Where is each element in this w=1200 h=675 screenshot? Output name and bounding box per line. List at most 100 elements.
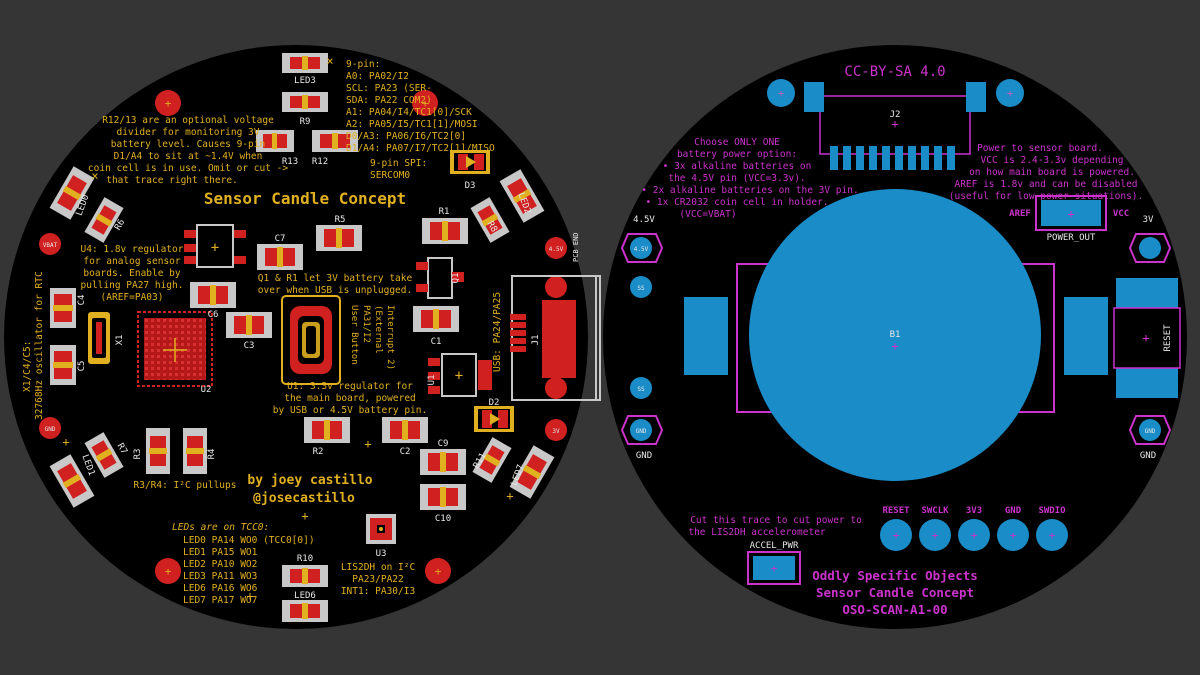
- pins9-note: 9-pin: A0: PA02/I2 SCL: PA23 (SER- SDA: …: [346, 59, 495, 154]
- osc-line: 32768Hz oscillator for RTC: [34, 271, 45, 420]
- osc-line: X1/C4/C5:: [22, 341, 33, 392]
- svg-text:+: +: [891, 339, 898, 353]
- svg-text:+: +: [932, 529, 939, 542]
- u4-line: pulling PA27 high.: [81, 280, 184, 291]
- power-line: AREF is 1.8v and can be disabled: [954, 179, 1137, 190]
- pins9-line: 9-pin:: [346, 59, 380, 70]
- q1-note: Q1 & R1 let 3V battery take over when US…: [258, 273, 413, 296]
- ref-r5: R5: [335, 215, 346, 225]
- q1-transistor: [416, 257, 464, 299]
- ref-c6: C6: [208, 310, 219, 320]
- ref-c3: C3: [244, 341, 255, 351]
- accel-line: INT1: PA30/I3: [341, 586, 415, 597]
- svg-text:+: +: [1049, 529, 1056, 542]
- r1213-line: divider for monitoring 3V: [117, 127, 260, 138]
- svg-text:+: +: [891, 117, 898, 131]
- front-silk-notes: Sensor Candle Concept 9-pin: A0: PA02/I2…: [22, 59, 580, 606]
- battery-line: Choose ONLY ONE: [694, 137, 780, 148]
- accel-power-jumper: Cut this trace to cut power to the LIS2D…: [688, 515, 862, 585]
- osc-note: X1/C4/C5: 32768Hz oscillator for RTC: [22, 271, 45, 420]
- svg-text:+: +: [1007, 87, 1014, 100]
- user-button-line: User Button: [349, 305, 359, 365]
- front-title: Sensor Candle Concept: [204, 189, 406, 208]
- ref-r9: R9: [300, 117, 311, 127]
- ref-b1: B1: [890, 330, 901, 340]
- accel-cut-line: Cut this trace to cut power to: [690, 515, 862, 526]
- ref-d3: D3: [465, 181, 476, 191]
- pcb-end-label: PCB END: [572, 232, 580, 262]
- r1213-line: that trace right there.: [106, 175, 238, 186]
- svg-text:+: +: [165, 565, 172, 578]
- leds-title: LEDs are on TCC0:: [172, 522, 269, 533]
- pins9-line: D1/A4: PA07/I7/TC2[1]/MISO: [346, 143, 495, 154]
- left-45v-label: 4.5V: [633, 215, 655, 225]
- u4-line: (AREF=PA03): [101, 292, 164, 303]
- ref-c5: C5: [77, 361, 87, 372]
- battery-line: • 2x alkaline batteries on the 3V pin.: [641, 185, 858, 196]
- license-label: CC-BY-SA 4.0: [844, 64, 945, 80]
- ref-r6: R6: [113, 218, 127, 232]
- u2-mcu: [137, 311, 213, 387]
- battery-note: Choose ONLY ONE battery power option: • …: [641, 137, 858, 220]
- passive-components: [50, 53, 468, 622]
- pad-gnd-text: GND: [636, 428, 647, 435]
- battery-line: • 3x alkaline batteries on: [663, 161, 812, 172]
- back-side-pads: 4.5V 4.5V SS SS GND GND 3V GND GND: [620, 215, 1172, 461]
- usb-connector: [510, 275, 601, 401]
- r1213-line: battery level. Causes 9-pin: [111, 139, 265, 150]
- battery-line: (VCC=VBAT): [679, 209, 736, 220]
- led-pin-line: LED1 PA15 WO1: [183, 547, 258, 558]
- product-line: OSO-SCAN-A1-00: [842, 602, 947, 617]
- pins9-line: D0/A3: PA06/I6/TC2[0]: [346, 131, 466, 142]
- u3-accelerometer: [366, 514, 396, 544]
- ref-u1: U1: [427, 375, 437, 386]
- svg-text:+: +: [771, 562, 778, 575]
- mounting-holes-front: + + + +: [155, 90, 451, 584]
- ref-r13: R13: [282, 157, 298, 167]
- svg-text:+: +: [435, 565, 442, 578]
- ref-c2: C2: [400, 447, 411, 457]
- q1-line: Q1 & R1 let 3V battery take: [258, 273, 413, 284]
- swd-label: RESET: [882, 506, 910, 516]
- author-label: by joey castillo: [247, 473, 372, 488]
- ref-c7: C7: [275, 234, 286, 244]
- usb-note: USB: PA24/PA25: [492, 292, 503, 372]
- u1-line: U1: 3.3v regulator for: [287, 381, 413, 392]
- svg-text:+: +: [455, 368, 463, 384]
- led-pin-line: LED3 PA11 WO3: [183, 571, 257, 582]
- spi-note: 9-pin SPI: SERCOM0: [370, 158, 427, 181]
- ref-d2: D2: [489, 398, 500, 408]
- u1-regulator: +: [428, 353, 492, 397]
- swd-header: RESET SWCLK 3V3 GND SWDIO + + + + +: [880, 506, 1068, 551]
- back-board: + + CC-BY-SA 4.0 J2 + Choose ONLY ONE ba…: [603, 45, 1187, 629]
- swd-label: SWCLK: [921, 506, 949, 516]
- pins9-line: A2: PA05/I5/TC1[1]/MOSI: [346, 119, 478, 130]
- svg-text:×: ×: [326, 54, 333, 68]
- ref-r2: R2: [313, 447, 324, 457]
- diodes: [450, 150, 514, 432]
- ref-j1: J1: [531, 335, 541, 346]
- u4-line: U4: 1.8v regulator: [81, 244, 184, 255]
- pins9-line: SDA: PA22 COM2): [346, 95, 432, 106]
- product-line: Oddly Specific Objects: [812, 568, 978, 583]
- ref-c10: C10: [435, 514, 451, 524]
- svg-text:+: +: [778, 87, 785, 100]
- svg-text:+: +: [1142, 331, 1149, 345]
- ref-r10: R10: [297, 554, 313, 564]
- pullups-note: R3/R4: I²C pullups: [134, 480, 237, 491]
- battery-line: battery power option:: [677, 149, 797, 160]
- svg-text:+: +: [301, 509, 308, 523]
- ref-x1: X1: [115, 335, 125, 346]
- accel-note: LIS2DH on I²C PA23/PA22 INT1: PA30/I3: [341, 562, 415, 597]
- battery-line: the 4.5V pin (VCC=3.3v).: [668, 173, 805, 184]
- svg-text:+: +: [1067, 207, 1074, 221]
- swd-label: SWDIO: [1038, 506, 1066, 516]
- leds-note: LEDs are on TCC0: LED0 PA14 WO0 (TCC0[0]…: [172, 522, 315, 606]
- product-line: Sensor Candle Concept: [816, 585, 974, 600]
- x1-crystal: [88, 312, 110, 364]
- ref-r1: R1: [439, 207, 450, 217]
- svg-text:+: +: [246, 589, 253, 603]
- pad-vbat-label: VBAT: [43, 242, 58, 249]
- swd-label: 3V3: [966, 506, 982, 516]
- pins9-line: A0: PA02/I2: [346, 71, 409, 82]
